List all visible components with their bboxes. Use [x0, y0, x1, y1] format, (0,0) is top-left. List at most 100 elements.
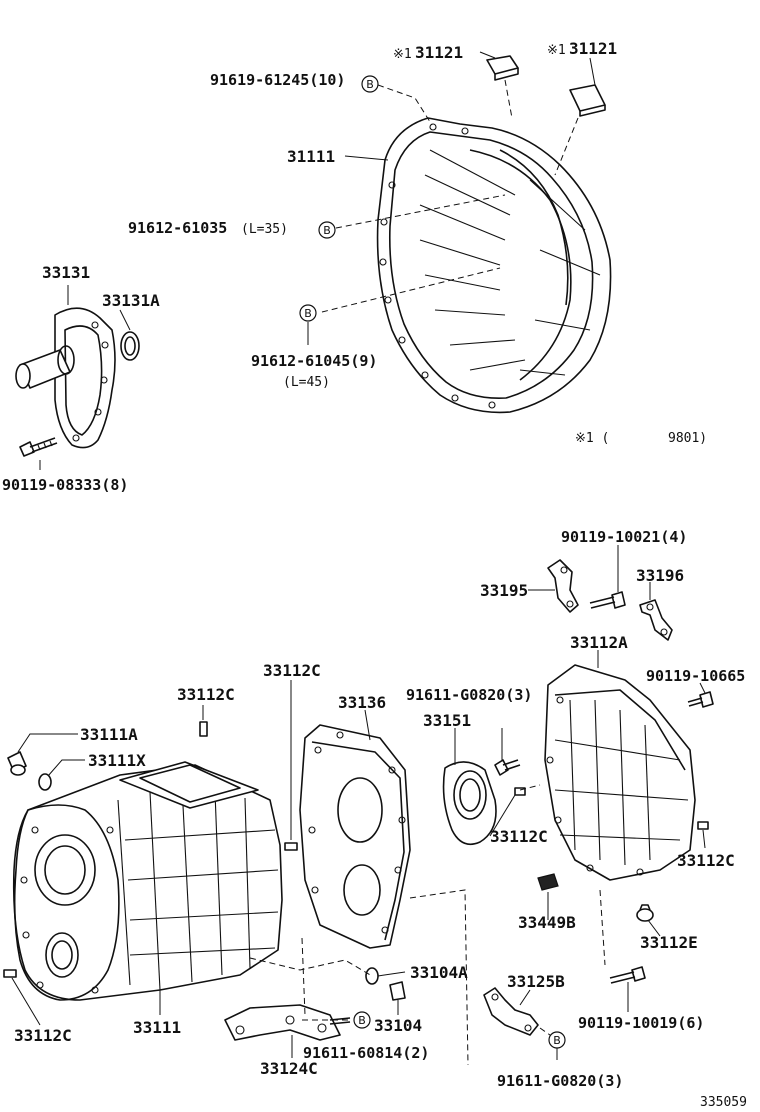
plug-33112E	[636, 904, 654, 922]
label-91611-G0820-bot: 91611-G0820(3)	[497, 1072, 623, 1090]
transmission-case-33111	[12, 761, 283, 1001]
label-33151: 33151	[423, 711, 471, 730]
label-31111: 31111	[287, 147, 335, 166]
label-note-star: ※1 (	[575, 431, 609, 446]
cover-33125B	[483, 987, 539, 1036]
bracket-33195	[547, 559, 579, 613]
label-33196: 33196	[636, 566, 684, 585]
label-90119-10665: 90119-10665	[646, 667, 745, 685]
bolt-symbol-b-4: B	[353, 1011, 371, 1029]
svg-text:B: B	[553, 1034, 561, 1047]
label-note-code: 9801)	[668, 431, 707, 446]
label-90119-10019: 90119-10019(6)	[578, 1014, 704, 1032]
leader-33112C-bl	[11, 977, 41, 1026]
label-33124C: 33124C	[260, 1059, 318, 1078]
label-91612-61035: 91612-61035	[128, 219, 227, 237]
svg-text:B: B	[304, 307, 312, 320]
oil-seal-33131A	[120, 331, 140, 361]
bolt-symbol-b-2: B	[318, 221, 336, 239]
label-33112C-mid: 33112C	[177, 685, 235, 704]
label-33195: 33195	[480, 581, 528, 600]
dash-lower-1	[249, 957, 373, 977]
label-33112A: 33112A	[570, 633, 628, 652]
label-diagram-code: 335059	[700, 1095, 747, 1110]
bracket-33124C	[224, 1004, 341, 1041]
plug-33111A	[7, 751, 27, 776]
leader-31121-right	[589, 57, 596, 86]
label-l45: (L=45)	[283, 375, 330, 390]
bolt-91611-G0820-top	[494, 759, 521, 776]
leader-33104A	[377, 971, 406, 977]
bolt-90119-10019	[609, 966, 646, 984]
label-star-b: ※1	[547, 43, 566, 58]
label-31121-right: 31121	[569, 39, 617, 58]
label-91612-61045: 91612-61045(9)	[251, 352, 377, 370]
pad-31121-left	[486, 55, 519, 81]
leader-31111	[344, 155, 389, 161]
label-91619-61245: 91619-61245(10)	[210, 71, 345, 89]
pin-33112C-d	[697, 821, 709, 830]
dash-91619	[377, 84, 433, 126]
label-90119-08333: 90119-08333(8)	[2, 476, 128, 494]
label-91611-60814: 91611-60814(2)	[303, 1044, 429, 1062]
retainer-33151	[442, 761, 497, 846]
leader-90119-10665	[699, 682, 706, 694]
extension-housing-33112A	[544, 664, 696, 881]
label-33449B: 33449B	[518, 913, 576, 932]
leader-33131A	[119, 309, 131, 331]
label-33112C-top: 33112C	[263, 661, 321, 680]
plate-33136	[299, 724, 411, 949]
pin-33112C-c	[514, 787, 526, 796]
label-33131: 33131	[42, 263, 90, 282]
leader-33112C-r	[702, 829, 706, 849]
label-star-a: ※1	[393, 47, 412, 62]
label-31121-left: 31121	[415, 43, 463, 62]
label-33111: 33111	[133, 1018, 181, 1037]
leader-33112C-c	[489, 794, 516, 837]
leader-33136	[364, 709, 371, 741]
pin-33112C-b	[284, 842, 298, 851]
bolt-symbol-b-5: B	[548, 1031, 566, 1049]
label-33131A: 33131A	[102, 291, 160, 310]
dash-91612-45	[321, 267, 501, 313]
label-33125B: 33125B	[507, 972, 565, 991]
bolt-symbol-b-3: B	[299, 304, 317, 322]
bearing-retainer-33131	[15, 307, 116, 449]
bolt-90119-08333	[19, 437, 58, 457]
label-33112C-c: 33112C	[490, 827, 548, 846]
label-33104: 33104	[374, 1016, 422, 1035]
svg-text:B: B	[358, 1014, 366, 1027]
magnet-33449B	[537, 873, 559, 891]
bell-housing-31111	[376, 117, 612, 414]
label-33111X: 33111X	[88, 751, 146, 770]
label-33104A: 33104A	[410, 963, 468, 982]
pin-33112C-a	[199, 721, 208, 737]
label-l35: (L=35)	[241, 222, 288, 237]
dash-31121-left	[504, 79, 513, 119]
leader-33125B	[519, 989, 531, 1006]
label-33112C-r: 33112C	[677, 851, 735, 870]
dash-lower-2	[409, 889, 469, 1066]
dash-lower-3	[301, 937, 306, 1016]
plug-33104	[389, 981, 406, 1001]
bolt-symbol-b-1: B	[361, 75, 379, 93]
pad-31121-right	[569, 84, 606, 117]
pin-33112C-e	[3, 969, 17, 978]
dash-lower-6	[539, 1027, 558, 1041]
dash-91612-35	[335, 194, 506, 229]
leader-33111A	[17, 733, 78, 753]
dash-lower-5	[599, 889, 606, 966]
washer-33104A	[365, 967, 379, 985]
svg-text:B: B	[323, 224, 331, 237]
bolt-90119-10665	[687, 691, 714, 708]
bracket-33196	[639, 599, 673, 641]
leader-33111X	[47, 759, 85, 777]
label-33136: 33136	[338, 693, 386, 712]
label-33112C-bl: 33112C	[14, 1026, 72, 1045]
label-33112E: 33112E	[640, 933, 698, 952]
label-91611-G0820-top: 91611-G0820(3)	[406, 686, 532, 704]
dash-31121-right	[554, 117, 579, 176]
leader-31121-left	[479, 51, 496, 59]
label-33111A: 33111A	[80, 725, 138, 744]
